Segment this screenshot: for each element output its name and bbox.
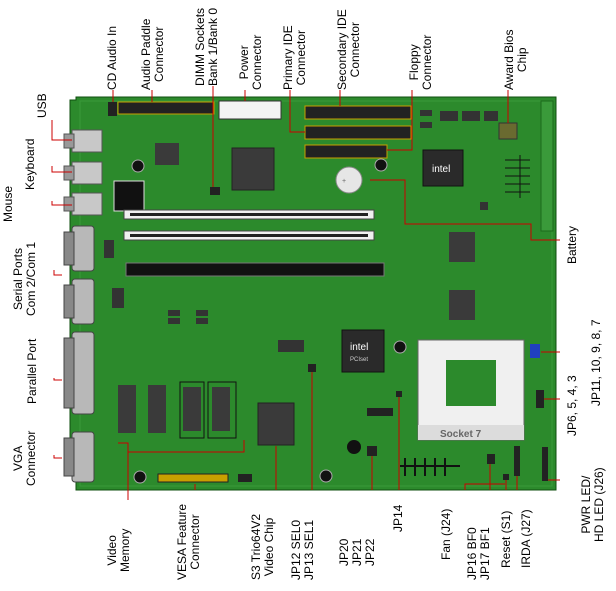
label-primary-ide: Primary IDE Connector [281,25,308,90]
serial-port-com2 [63,225,95,272]
usb-port [63,129,103,153]
label-vga: VGA Connector [11,430,38,486]
battery [335,166,363,194]
vesa-connector [157,473,229,483]
floppy-connector [304,144,388,159]
label-keyboard: Keyboard [23,138,37,190]
label-usb: USB [35,93,49,118]
label-reset: Reset (S1) [499,510,513,568]
isa-slot [125,262,385,277]
mouse-port [63,192,103,216]
serial-port-com1 [63,278,95,325]
label-video-memory: Video Memory [105,528,132,572]
intel-chipset [341,329,385,373]
label-jp6: JP6, 5, 4, 3 [565,375,579,436]
vga-port [63,431,95,483]
secondary-ide-connector [304,105,412,120]
label-vesa: VESA Feature Connector [175,503,202,580]
power-connector [218,100,282,120]
svg-text:+: + [342,178,346,185]
label-jp20: JP20 JP21 JP22 [337,538,377,566]
label-secondary-ide: Secondary IDE Connector [335,9,362,90]
label-parallel-port: Parallel Port [25,338,39,404]
keyboard-port [63,161,103,185]
label-jp14: JP14 [391,504,405,532]
intel-chipset-sub: PCIset [350,357,368,363]
audio-paddle-connector [117,101,215,115]
award-bios-chip [498,122,518,140]
label-jp12: JP12 SEL0 JP13 SEL1 [289,519,316,580]
label-battery: Battery [565,225,579,264]
label-dimm-sockets: DIMM Sockets Bank 1/Bank 0 [193,7,220,86]
label-power-connector: Power Connector [237,34,264,90]
label-cd-audio-in: CD Audio In [105,25,119,90]
primary-ide-connector [304,125,412,140]
label-s3: S3 Trio64V2 Video Chip [249,513,276,580]
label-award-bios: Award Bios Chip [502,29,529,90]
heatsink [505,155,530,198]
callout-lines [51,86,560,500]
dimm-sockets [123,209,375,241]
socket-label: Socket 7 [440,429,482,440]
label-jp11: JP11, 10, 9, 8, 7 [589,319,603,406]
intel-logo-2: intel [350,342,368,353]
label-irda: IRDA (J27) [519,509,533,568]
label-audio-paddle: Audio Paddle Connector [139,18,166,90]
intel-chip-top [422,149,464,187]
label-pwr-led: PWR LED/ HD LED (J26) [579,467,606,542]
intel-logo-1: intel [432,164,450,175]
label-floppy: Floppy Connector [407,34,434,90]
cd-audio-header [108,102,117,116]
label-jp16: JP16 BF0 JP17 BF1 [465,527,492,580]
s3-video-chip [257,402,295,446]
parallel-port [63,331,95,415]
label-serial-ports: Serial Ports Com 2/Com 1 [11,241,38,316]
label-fan: Fan (J24) [439,508,453,560]
label-mouse: Mouse [1,185,15,222]
